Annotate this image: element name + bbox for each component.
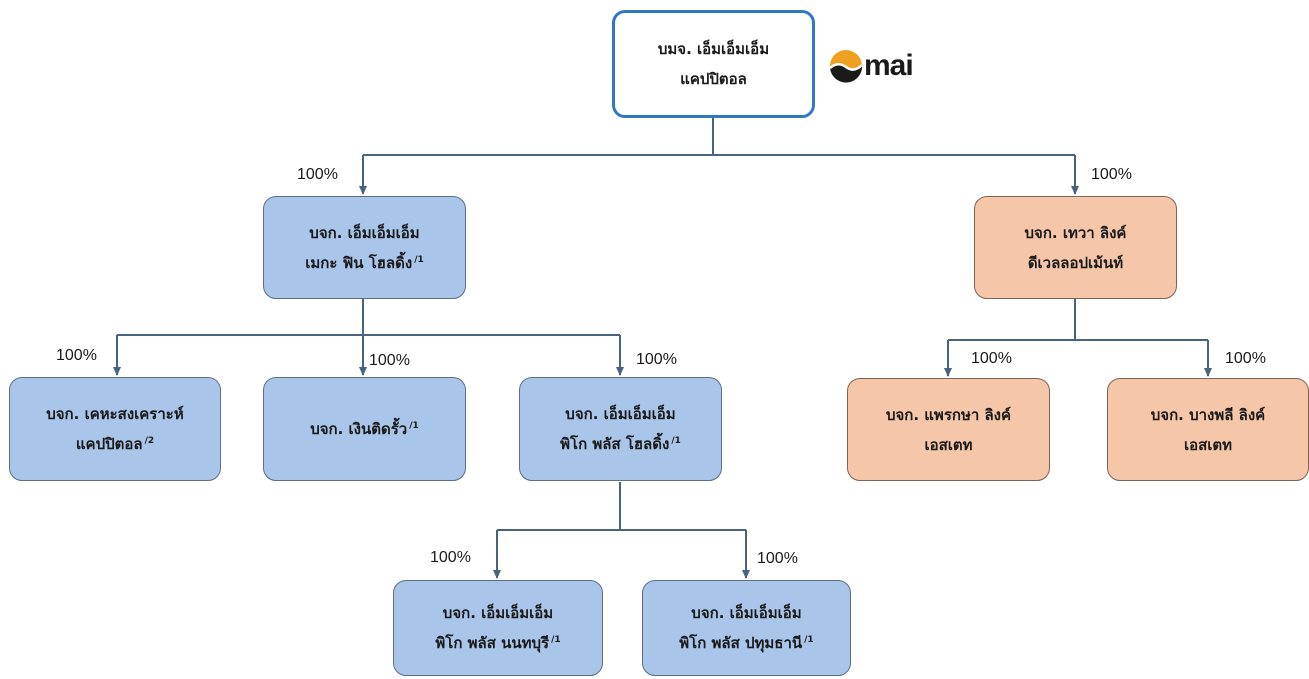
node-kehasong-capital: บจก. เคหะสงเคราะห์ แคปปิตอล/2 [9,377,221,481]
node-ngern-line: บจก. เงินติดรั้ว [310,420,408,438]
node-kehasong-footnote: /2 [144,436,155,446]
mai-logo-text: mai [864,49,914,82]
node-pico-nont-line2: พิโก พลัส นนทบุรี [435,634,550,652]
mai-logo-icon [829,50,863,83]
ownership-pct-pico-pathum: 100% [757,550,798,567]
node-mmm-pico-plus-holding: บจก. เอ็มเอ็มเอ็ม พิโก พลัส โฮลดิ้ง/1 [519,377,722,481]
node-pico-holding-line1: บจก. เอ็มเอ็มเอ็ม [565,405,676,423]
node-mmm-meka-fin-holding: บจก. เอ็มเอ็มเอ็ม เมกะ ฟิน โฮลดิ้ง/1 [263,196,466,299]
node-bangplee-line1: บจก. บางพลี ลิงค์ [1150,405,1266,424]
node-meka-footnote: /1 [414,254,424,265]
ownership-pct-tewa: 100% [1091,166,1132,183]
ownership-pct-meka: 100% [297,166,338,183]
ownership-pct-praeksa: 100% [971,350,1012,367]
ownership-pct-ngern: 100% [369,352,410,369]
node-mmm-capital-line1: บมจ. เอ็มเอ็มเอ็ม [657,40,770,58]
node-bangplee-line2: เอสเตท [1183,435,1233,454]
node-pico-nont-footnote: /1 [551,635,561,645]
node-pico-pathum-line1: บจก. เอ็มเอ็มเอ็ม [691,604,802,622]
node-praeksa-line2: เอสเตท [924,435,973,454]
node-kehasong-line2: แคปปิตอล [75,435,143,453]
node-mmm-pico-plus-pathumthani: บจก. เอ็มเอ็มเอ็ม พิโก พลัส ปทุมธานี/1 [642,580,851,676]
node-tewa-link-development: บจก. เทวา ลิงค์ ดีเวลลอปเม้นท์ [974,196,1177,299]
node-mmm-pico-plus-nonthaburi: บจก. เอ็มเอ็มเอ็ม พิโก พลัส นนทบุรี/1 [393,580,603,676]
ownership-pct-pico-nont: 100% [430,549,471,566]
node-kehasong-line1: บจก. เคหะสงเคราะห์ [46,405,184,423]
node-pico-holding-footnote: /1 [671,436,681,446]
node-pico-holding-line2: พิโก พลัส โฮลดิ้ง [560,435,670,453]
node-meka-line2: เมกะ ฟิน โฮลดิ้ง [305,253,413,272]
node-ngern-footnote: /1 [409,421,419,431]
ownership-pct-kehasong: 100% [56,347,97,364]
ownership-pct-bangplee: 100% [1225,350,1266,367]
node-pico-pathum-footnote: /1 [804,635,814,645]
node-tewa-line2: ดีเวลลอปเม้นท์ [1027,253,1124,272]
node-mmm-capital-line2: แคปปิตอล [680,70,747,88]
node-ngern-tid-rua: บจก. เงินติดรั้ว/1 [263,377,466,481]
node-pico-nont-line1: บจก. เอ็มเอ็มเอ็ม [442,604,554,622]
mai-logo: mai [829,49,914,83]
node-mmm-capital: บมจ. เอ็มเอ็มเอ็ม แคปปิตอล [612,10,815,118]
node-bangplee-link-estate: บจก. บางพลี ลิงค์ เอสเตท [1107,378,1309,481]
node-praeksa-link-estate: บจก. แพรกษา ลิงค์ เอสเตท [847,378,1050,481]
node-pico-pathum-line2: พิโก พลัส ปทุมธานี [679,634,803,652]
ownership-pct-pico-holding: 100% [636,351,677,368]
node-praeksa-line1: บจก. แพรกษา ลิงค์ [885,405,1012,424]
node-tewa-line1: บจก. เทวา ลิงค์ [1024,223,1127,242]
node-meka-line1: บจก. เอ็มเอ็มเอ็ม [309,223,420,242]
